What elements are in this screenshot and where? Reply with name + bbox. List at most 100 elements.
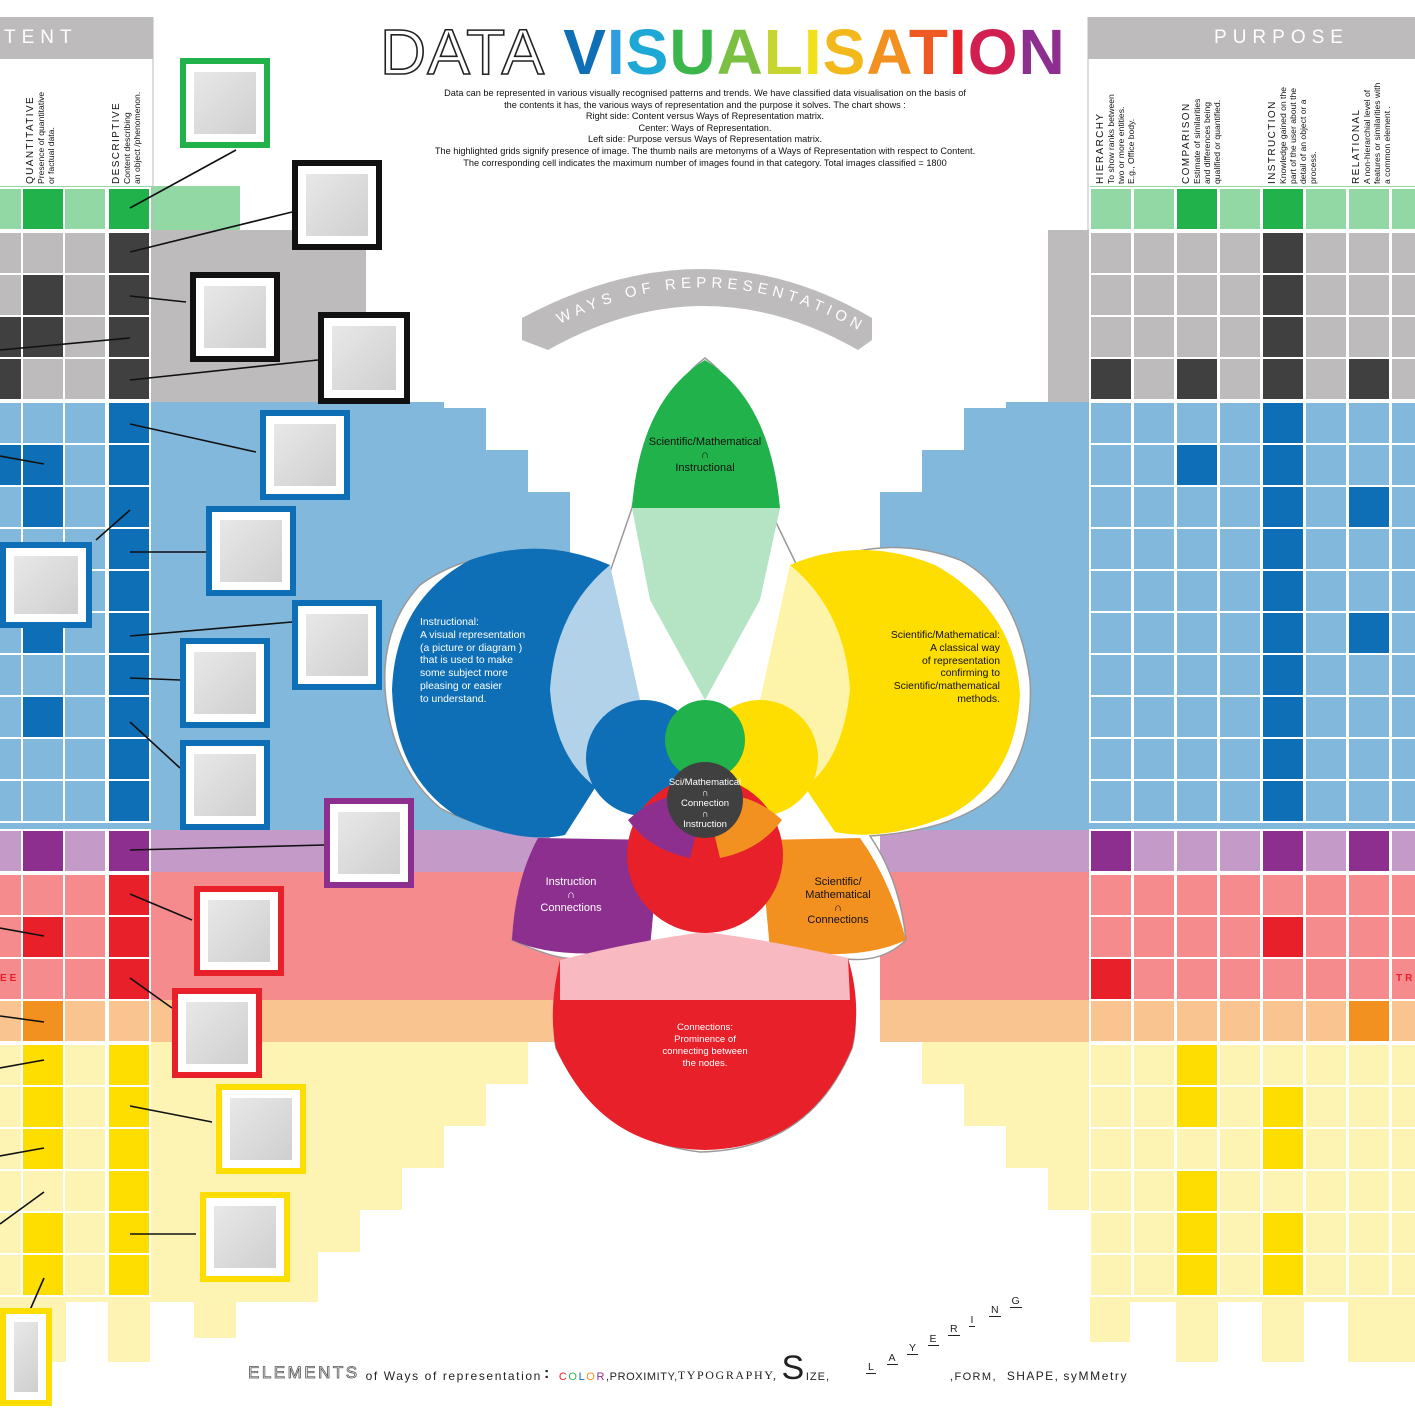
petal-scientific-connections <box>760 838 906 955</box>
grid-cell-right <box>1175 653 1219 697</box>
connector-line <box>129 721 181 769</box>
petal-label-line: Instructional <box>675 461 735 474</box>
grid-cell-left <box>21 485 65 529</box>
grid-cell-right <box>1175 695 1219 739</box>
grid-cell-right <box>1175 1169 1219 1213</box>
title-letter: N <box>1018 16 1066 88</box>
grid-cell-left <box>0 231 23 275</box>
petal-instructional <box>392 548 610 838</box>
grid-cell-left <box>107 695 151 739</box>
petal-label-line: some subject more <box>420 668 508 680</box>
grid-cell-right <box>1132 527 1176 571</box>
connector-line <box>0 1191 45 1225</box>
grid-cell-right <box>1261 273 1305 317</box>
grid-cell-right <box>1132 915 1176 959</box>
title-word-visualisation: VISUALISATION <box>563 20 1066 84</box>
grid-cell-right <box>1390 915 1415 959</box>
grid-cell-left <box>107 231 151 275</box>
grid-cell-right <box>1304 1127 1348 1171</box>
petal-label-line: Instruction <box>683 819 727 830</box>
grid-cell-right <box>1089 1253 1133 1297</box>
grid-cell-left <box>21 1085 65 1129</box>
grid-cell-right <box>1132 357 1176 401</box>
grid-cell-right <box>1347 999 1391 1043</box>
grid-cell-right <box>1261 915 1305 959</box>
petal-label-line: ∩ <box>567 888 575 901</box>
label-instructional: Instructional:A visual representation(a … <box>420 617 550 707</box>
grid-cell-left <box>21 231 65 275</box>
grid-cell-right <box>1089 1043 1133 1087</box>
grid-cell-right <box>1218 527 1262 571</box>
grid-cell-right <box>1218 187 1262 231</box>
connector-line <box>129 844 325 851</box>
thumbnail-image <box>194 886 284 976</box>
grid-cell-right <box>1261 779 1305 823</box>
elements-proximity: ,PROXIMITY, <box>606 1371 678 1383</box>
thumbnail-content <box>338 812 400 874</box>
thumbnail-content <box>332 326 396 390</box>
connector-line <box>129 1105 213 1123</box>
grid-cell-right <box>1347 957 1391 1001</box>
grid-cell-right <box>1175 527 1219 571</box>
grid-cell-right <box>1390 829 1415 873</box>
grid-cell-left <box>0 695 23 739</box>
grid-cell-left <box>107 611 151 655</box>
grid-cell-left <box>63 873 107 917</box>
grid-cell-right <box>1132 873 1176 917</box>
grid-cell-right <box>1304 737 1348 781</box>
grid-cell-right <box>1175 957 1219 1001</box>
tree-label-right: TRE <box>1396 973 1415 984</box>
grid-cell-right <box>1175 187 1219 231</box>
grid-cell-left <box>0 1253 23 1297</box>
grid-cell-right <box>1175 485 1219 529</box>
band-yellow-tail <box>1176 1302 1218 1362</box>
grid-cell-right <box>1304 779 1348 823</box>
petal-label-line: to understand. <box>420 693 487 705</box>
grid-cell-left <box>63 273 107 317</box>
grid-cell-right <box>1089 957 1133 1001</box>
grid-cell-right <box>1304 1169 1348 1213</box>
grid-cell-left <box>0 737 23 781</box>
grid-cell-left <box>107 999 151 1043</box>
grid-cell-right <box>1261 1043 1305 1087</box>
grid-cell-right <box>1304 653 1348 697</box>
grid-cell-right <box>1218 1043 1262 1087</box>
petal-connections <box>552 958 857 1150</box>
grid-cell-left <box>63 1043 107 1087</box>
grid-cell-right <box>1089 611 1133 655</box>
grid-cell-right <box>1304 569 1348 613</box>
grid-cell-left <box>0 915 23 959</box>
thumbnail-content <box>186 1002 248 1064</box>
title-letter: S <box>822 16 867 88</box>
grid-cell-right <box>1089 999 1133 1043</box>
grid-cell-right <box>1175 611 1219 655</box>
grid-cell-left <box>0 187 23 231</box>
grid-cell-right <box>1132 1169 1176 1213</box>
grid-cell-right <box>1304 443 1348 487</box>
grid-cell-left <box>63 1085 107 1129</box>
column-desc: Presence of quantitative <box>36 91 46 184</box>
grid-cell-left <box>0 1211 23 1255</box>
petal-label-line: (a picture or diagram ) <box>420 642 523 654</box>
layering-letter: N <box>989 1304 1001 1317</box>
grid-cell-right <box>1304 829 1348 873</box>
grid-cell-right <box>1089 273 1133 317</box>
grid-cell-left <box>21 1169 65 1213</box>
grid-cell-right <box>1089 443 1133 487</box>
grid-cell-right <box>1347 873 1391 917</box>
grid-cell-right <box>1218 779 1262 823</box>
grid-cell-right <box>1132 1211 1176 1255</box>
grid-cell-left <box>107 873 151 917</box>
thumbnail-content <box>220 520 282 582</box>
grid-cell-left <box>63 779 107 823</box>
grid-cell-right <box>1132 653 1176 697</box>
grid-cell-right <box>1089 485 1133 529</box>
grid-cell-left <box>63 695 107 739</box>
grid-cell-right <box>1175 357 1219 401</box>
purpose-header: PURPOSE <box>1088 17 1415 59</box>
petal-label-line: Scientific/ <box>814 876 862 888</box>
grid-cell-left <box>107 779 151 823</box>
petal-label-line: connecting between <box>662 1046 748 1057</box>
